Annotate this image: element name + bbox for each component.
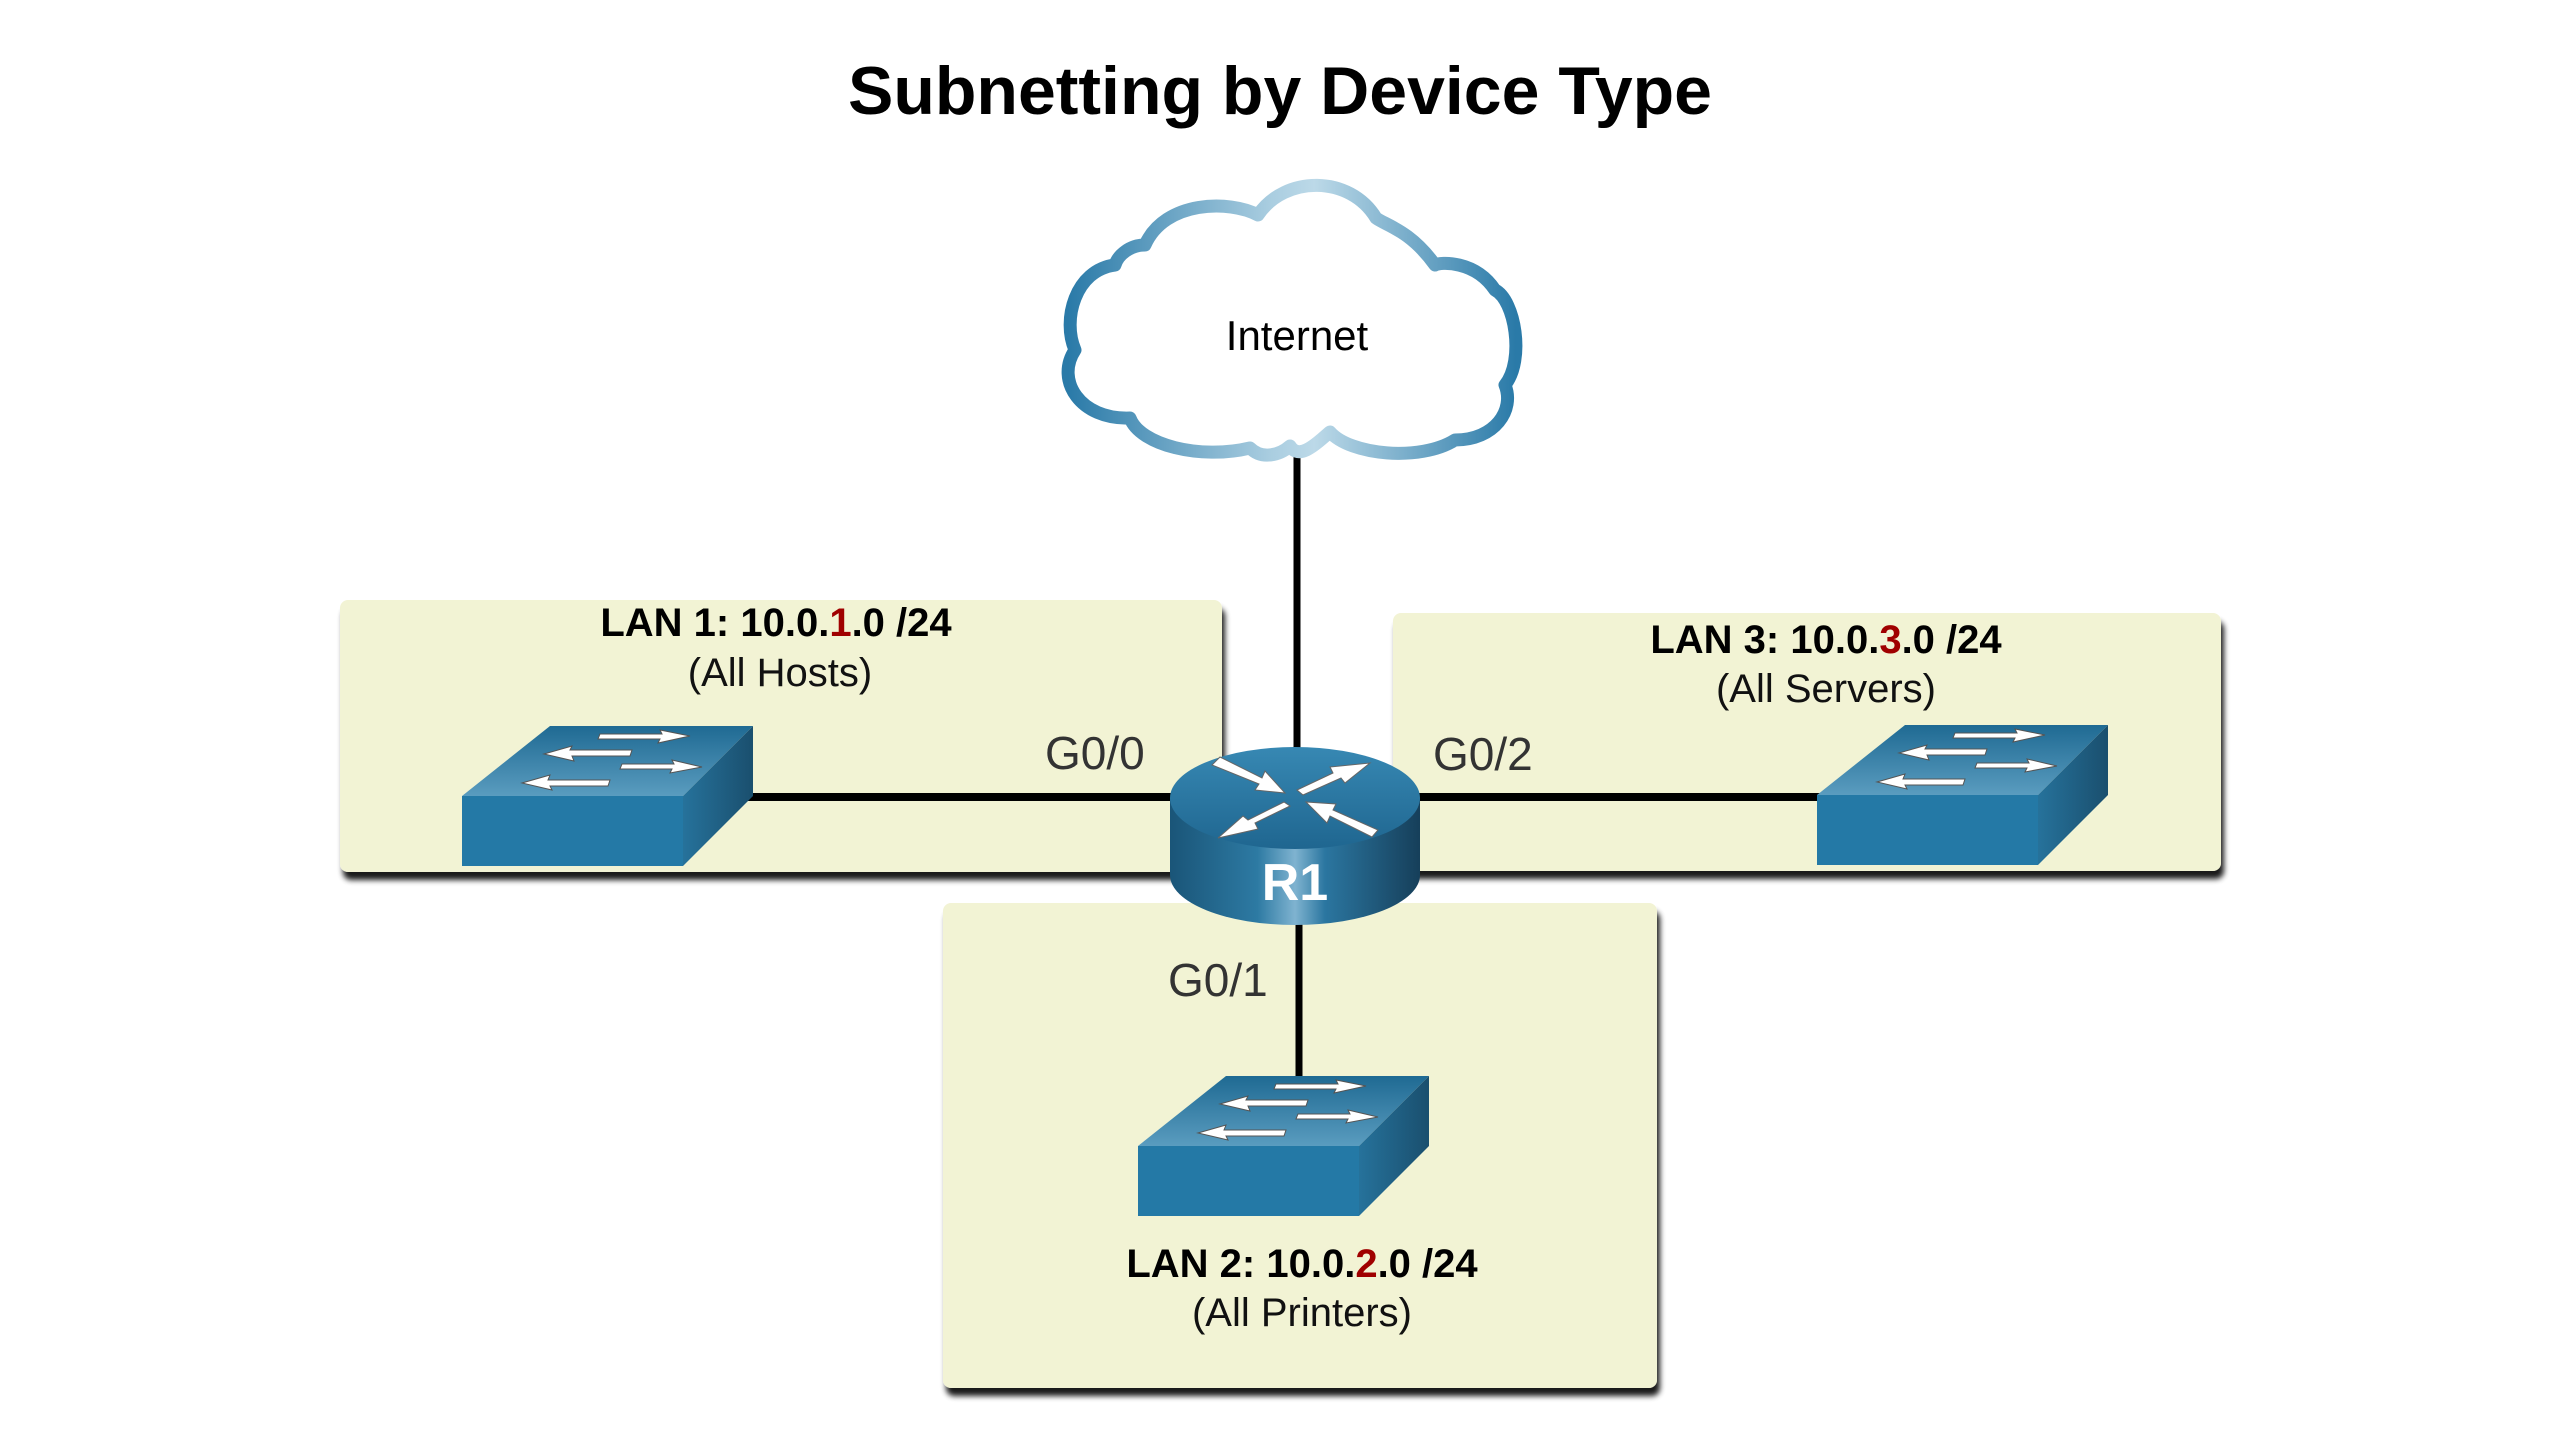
diagram-title: Subnetting by Device Type bbox=[848, 53, 1712, 129]
interface-label-g0-1: G0/1 bbox=[1168, 954, 1268, 1006]
lan2-prefix: LAN 2: 10.0. bbox=[1126, 1242, 1355, 1286]
lan1-prefix: LAN 1: 10.0. bbox=[600, 601, 829, 645]
router-label: R1 bbox=[1262, 854, 1328, 912]
lan2-network-label: LAN 2: 10.0.2.0 /24 bbox=[1126, 1242, 1478, 1286]
lan3-prefix: LAN 3: 10.0. bbox=[1650, 618, 1879, 662]
lan3-suffix: .0 /24 bbox=[1902, 618, 2003, 662]
interface-label-g0-2: G0/2 bbox=[1433, 728, 1533, 780]
router-icon[interactable] bbox=[1170, 747, 1420, 925]
lan3-description: (All Servers) bbox=[1716, 667, 1936, 711]
cloud-icon bbox=[1061, 178, 1523, 462]
lan1-suffix: .0 /24 bbox=[852, 601, 953, 645]
lan3-subnet-octet: 3 bbox=[1879, 618, 1901, 662]
interface-label-g0-0: G0/0 bbox=[1045, 727, 1145, 779]
cloud-label: Internet bbox=[1226, 312, 1369, 359]
lan1-network-label: LAN 1: 10.0.1.0 /24 bbox=[600, 601, 952, 645]
lan2-suffix: .0 /24 bbox=[1378, 1242, 1479, 1286]
lan1-description: (All Hosts) bbox=[688, 651, 872, 695]
lan2-description: (All Printers) bbox=[1192, 1291, 1412, 1335]
lan1-subnet-octet: 1 bbox=[829, 601, 851, 645]
lan3-network-label: LAN 3: 10.0.3.0 /24 bbox=[1650, 618, 2002, 662]
lan2-subnet-octet: 2 bbox=[1355, 1242, 1377, 1286]
